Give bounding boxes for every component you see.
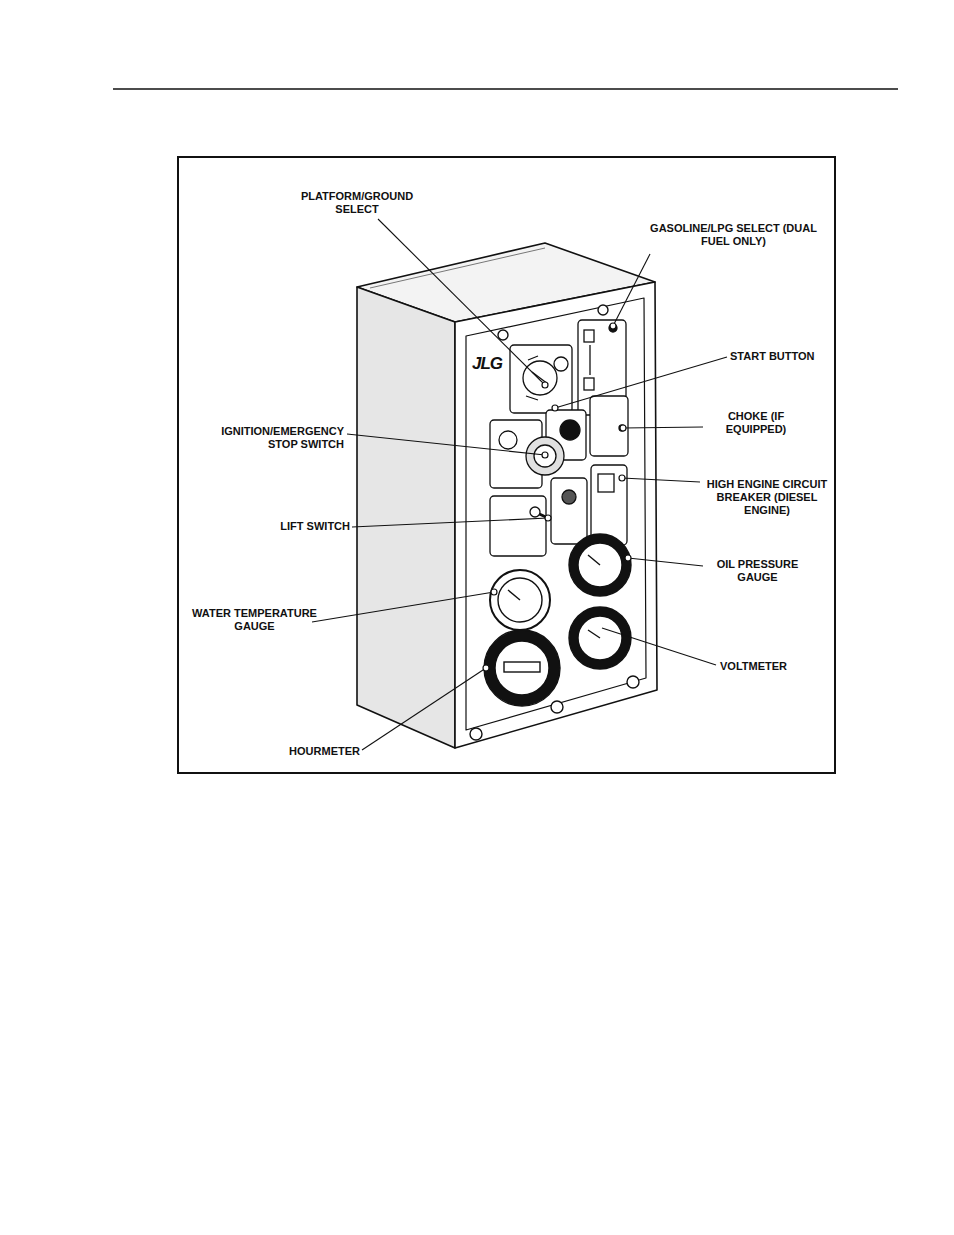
callout-label: START BUTTON <box>730 350 840 363</box>
callout-label: IGNITION/EMERGENCY STOP SWITCH <box>194 425 344 451</box>
callout-label: HOURMETER <box>270 745 360 758</box>
gauges <box>484 534 631 706</box>
callout-label: GASOLINE/LPG SELECT (DUAL FUEL ONLY) <box>646 222 821 248</box>
callout-label: PLATFORM/GROUND SELECT <box>292 190 422 216</box>
page-frame <box>113 89 898 773</box>
callout-label: CHOKE (IF EQUIPPED) <box>706 410 806 436</box>
screws <box>470 305 639 740</box>
leader-dots <box>483 323 631 671</box>
callout-label: OIL PRESSURE GAUGE <box>705 558 810 584</box>
housing <box>357 243 657 748</box>
control-modules <box>490 320 628 556</box>
callout-label: HIGH ENGINE CIRCUIT BREAKER (DIESEL ENGI… <box>702 478 832 517</box>
callout-label: VOLTMETER <box>720 660 820 673</box>
brand-logo: JLG <box>472 354 512 374</box>
callout-label: LIFT SWITCH <box>250 520 350 533</box>
callout-label: WATER TEMPERATURE GAUGE <box>182 607 327 633</box>
leader-lines <box>312 219 727 750</box>
